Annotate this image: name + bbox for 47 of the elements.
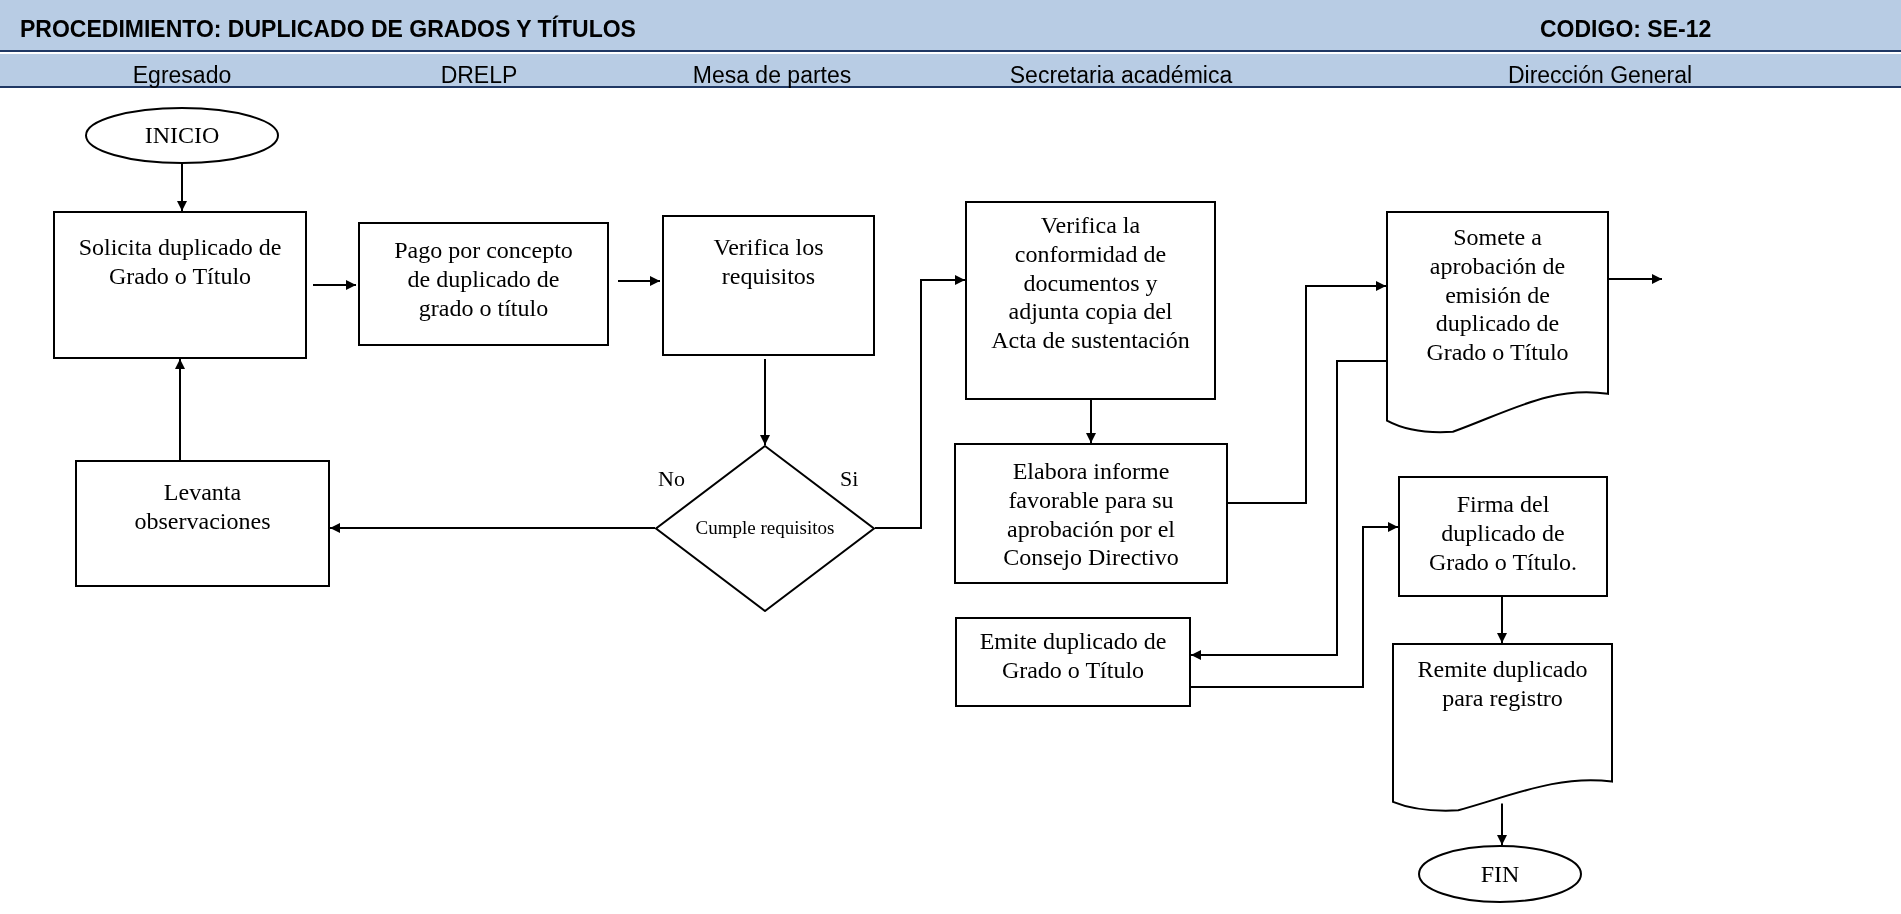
document-shape <box>1386 211 1609 434</box>
arrow <box>177 163 187 212</box>
process-box <box>965 201 1216 400</box>
arrow <box>1497 802 1507 846</box>
arrow <box>1227 281 1387 504</box>
lane-label: Mesa de partes <box>692 61 852 90</box>
node-text: Pago por concepto de duplicado de grado o título <box>393 236 574 323</box>
process-box <box>358 222 609 346</box>
decision-diamond <box>655 445 875 612</box>
arrow <box>312 280 357 290</box>
process-box <box>1398 476 1608 597</box>
code-label: CODIGO: SE-12 <box>1540 15 1712 44</box>
process-box <box>53 211 307 359</box>
document-shape <box>1392 643 1613 812</box>
arrow <box>175 358 185 461</box>
title: PROCEDIMIENTO: DUPLICADO DE GRADOS Y TÍTULOS <box>20 14 636 44</box>
node-text: Remite duplicado para registro <box>1416 655 1589 713</box>
node-text: Somete a aprobación de emisión de duplicado de Grado o Título <box>1425 223 1570 367</box>
process-box <box>954 443 1228 584</box>
arrow <box>1086 399 1096 444</box>
lane-label: DRELP <box>440 61 518 90</box>
node-text: Solicita duplicado de Grado o Título <box>77 233 283 291</box>
node-text: Verifica la conformidad de documentos y adjunta copia del Acta de sustentación <box>990 211 1191 355</box>
node-text: INICIO <box>143 121 221 150</box>
lane-label: Dirección General <box>1507 61 1693 90</box>
node-text: Emite duplicado de Grado o Título <box>978 627 1168 685</box>
arrow <box>1190 360 1387 660</box>
start-terminal <box>85 107 279 164</box>
node-text: Elabora informe favorable para su aprobación por el Consejo Directivo <box>1002 457 1180 573</box>
end-terminal <box>1418 845 1582 903</box>
arrow <box>874 275 966 529</box>
node-text: Firma del duplicado de Grado o Título. <box>1427 490 1579 577</box>
arrow <box>617 276 661 286</box>
arrow <box>329 523 656 533</box>
node-text: Cumple requisitos <box>694 517 836 540</box>
process-box <box>75 460 330 587</box>
arrow <box>1608 274 1663 284</box>
arrow <box>1497 596 1507 644</box>
node-text: Levanta observaciones <box>133 478 272 536</box>
lane-label: Secretaria académica <box>1009 61 1233 90</box>
lane-label: Egresado <box>132 61 232 90</box>
process-box <box>955 617 1191 707</box>
process-box <box>662 215 875 356</box>
arrow <box>760 358 770 446</box>
node-text: FIN <box>1479 859 1521 889</box>
node-text: Verifica los requisitos <box>712 233 825 291</box>
arrow <box>1190 522 1399 688</box>
